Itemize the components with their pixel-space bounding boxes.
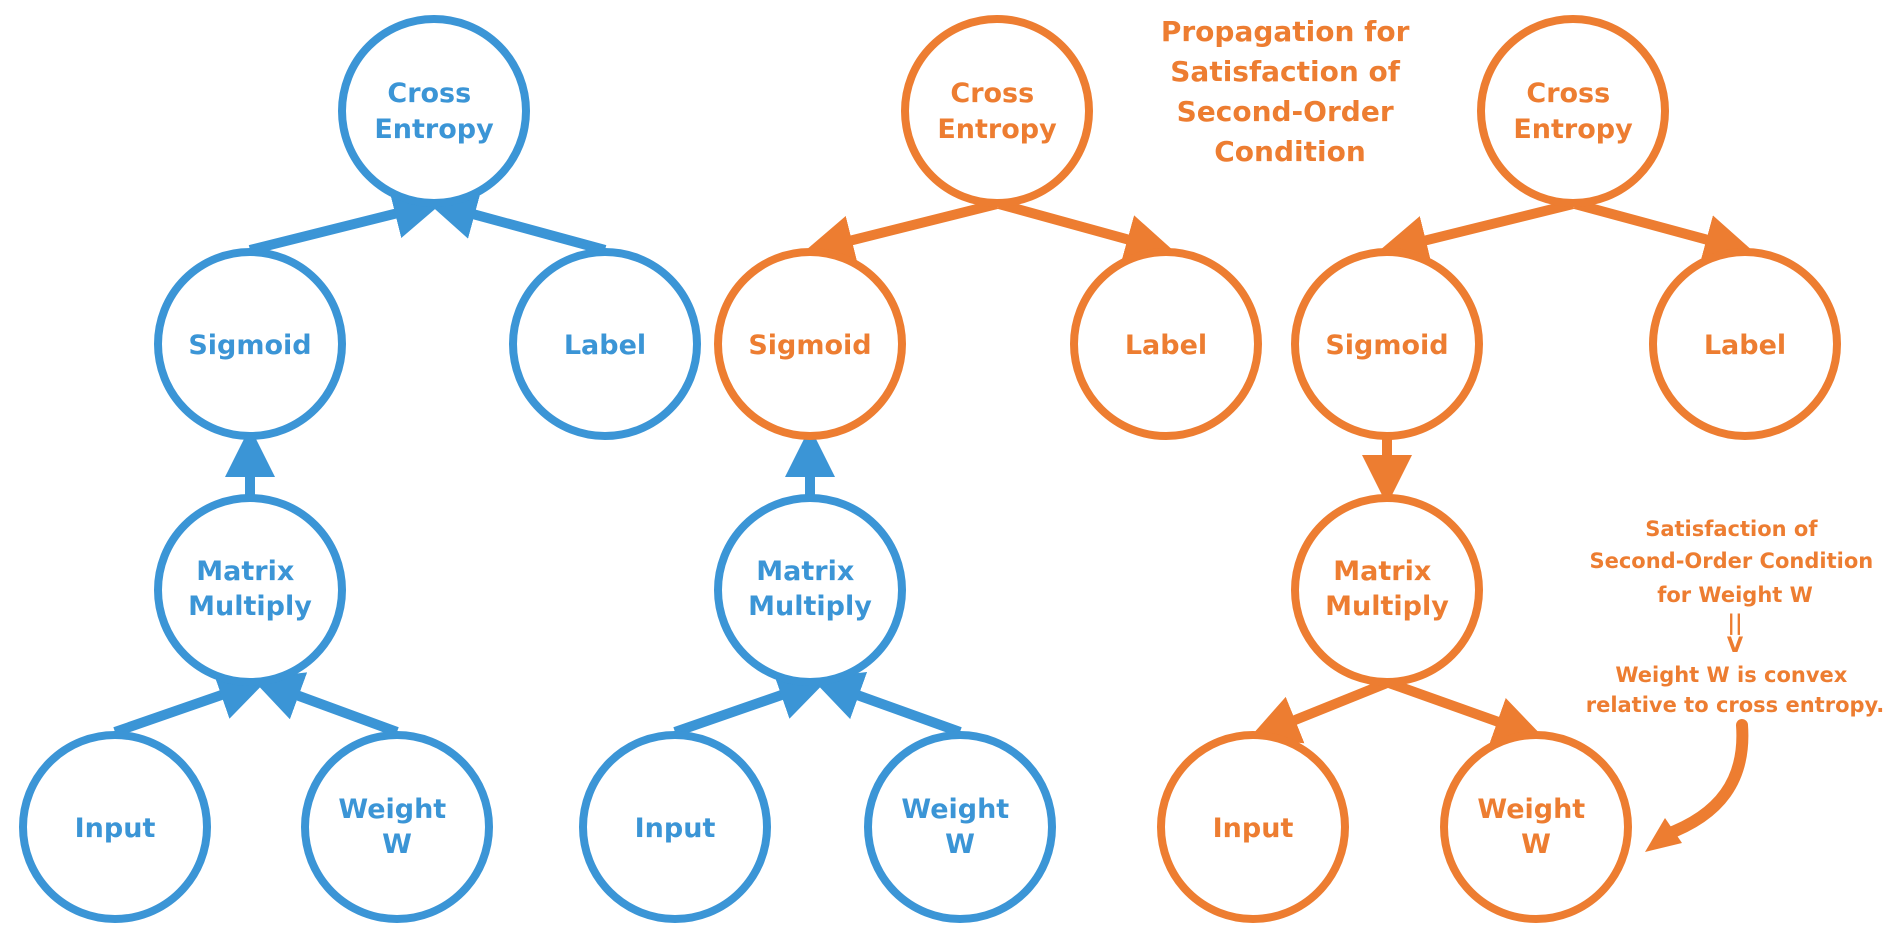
edge-cross-entropy-to-label: [1573, 199, 1755, 264]
node-matrix-multiply-label: Matrix Multiply: [748, 556, 872, 622]
edge-weight-to-matrix: [251, 672, 399, 737]
edge-input-to-matrix: [113, 671, 269, 737]
note-conclusion-text: Weight W is convex relative to cross ent…: [1586, 663, 1885, 717]
node-input: [1157, 731, 1349, 923]
node-weight-label: Weight W: [1477, 794, 1594, 860]
edge-cross-entropy-to-sigmoid: [1377, 199, 1575, 265]
node-cross-entropy-label: Cross Entropy: [937, 78, 1057, 145]
propagation-graph-orange-2: [1248, 199, 1755, 746]
node-label: [509, 248, 701, 440]
node-cross-entropy-label: Cross Entropy: [1513, 78, 1633, 145]
node-matrix-multiply-label: Matrix Multiply: [1325, 556, 1449, 622]
node-label-label: Label: [564, 330, 646, 361]
node-label: [1649, 248, 1841, 440]
node-cross-entropy: [901, 15, 1093, 207]
node-cross-entropy: [1477, 15, 1669, 207]
node-weight: [301, 731, 493, 923]
node-sigmoid-label: Sigmoid: [1325, 330, 1448, 361]
node-label-label: Label: [1704, 330, 1786, 361]
edge-weight-to-matrix: [811, 672, 962, 737]
edge-cross-entropy-to-sigmoid: [803, 199, 999, 265]
edge-input-to-matrix: [673, 671, 829, 737]
implies-bars: ||: [1727, 611, 1742, 636]
edge-sigmoid-to-cross-entropy: [248, 189, 444, 255]
node-sigmoid: [1291, 248, 1483, 440]
node-weight: [864, 731, 1056, 923]
node-input-label: Input: [75, 813, 156, 844]
node-matrix-multiply: [1291, 494, 1483, 686]
node-sigmoid-label: Sigmoid: [748, 330, 871, 361]
node-weight-label: Weight W: [338, 794, 455, 860]
node-label: [1070, 248, 1262, 440]
node-input: [579, 731, 771, 923]
nodes-orange-2: Cross Entropy Sigmoid Label Matrix Multi…: [1157, 15, 1841, 923]
second-order-note: Satisfaction of Second-Order Condition f…: [1586, 517, 1885, 717]
node-cross-entropy: [338, 15, 530, 207]
note-condition-text: Satisfaction of Second-Order Condition f…: [1589, 517, 1880, 607]
propagation-graph-orange-1: [803, 199, 1176, 265]
curved-arrowhead: [1645, 818, 1682, 852]
nodes-blue: Cross Entropy Sigmoid Label Matrix Multi…: [19, 15, 701, 923]
edge-cross-entropy-to-label: [997, 199, 1176, 264]
node-weight: [1440, 731, 1632, 923]
implies-arrowhead: V: [1727, 633, 1744, 657]
edge-label-to-cross-entropy: [426, 190, 607, 255]
node-matrix-multiply: [154, 494, 346, 686]
node-cross-entropy-label: Cross Entropy: [374, 78, 494, 145]
curved-arrow-to-weight: [1645, 719, 1749, 852]
node-sigmoid: [714, 248, 906, 440]
node-input-label: Input: [635, 813, 716, 844]
propagation-heading: Propagation for Satisfaction of Second-O…: [1161, 15, 1419, 168]
edge-matrix-to-weight: [1387, 678, 1545, 746]
forward-graph-blue: [113, 189, 607, 737]
node-input-label: Input: [1213, 813, 1294, 844]
nodes-orange-1: Cross Entropy Sigmoid Label Matrix Multi…: [579, 15, 1262, 923]
edge-matrix-to-input: [1248, 678, 1389, 744]
node-matrix-multiply-label: Matrix Multiply: [188, 556, 312, 622]
node-matrix-multiply: [714, 494, 906, 686]
node-sigmoid-label: Sigmoid: [188, 330, 311, 361]
node-weight-label: Weight W: [901, 794, 1018, 860]
node-sigmoid: [154, 248, 346, 440]
forward-edges-blue-2: [673, 427, 962, 737]
node-label-label: Label: [1125, 330, 1207, 361]
node-input: [19, 731, 211, 923]
